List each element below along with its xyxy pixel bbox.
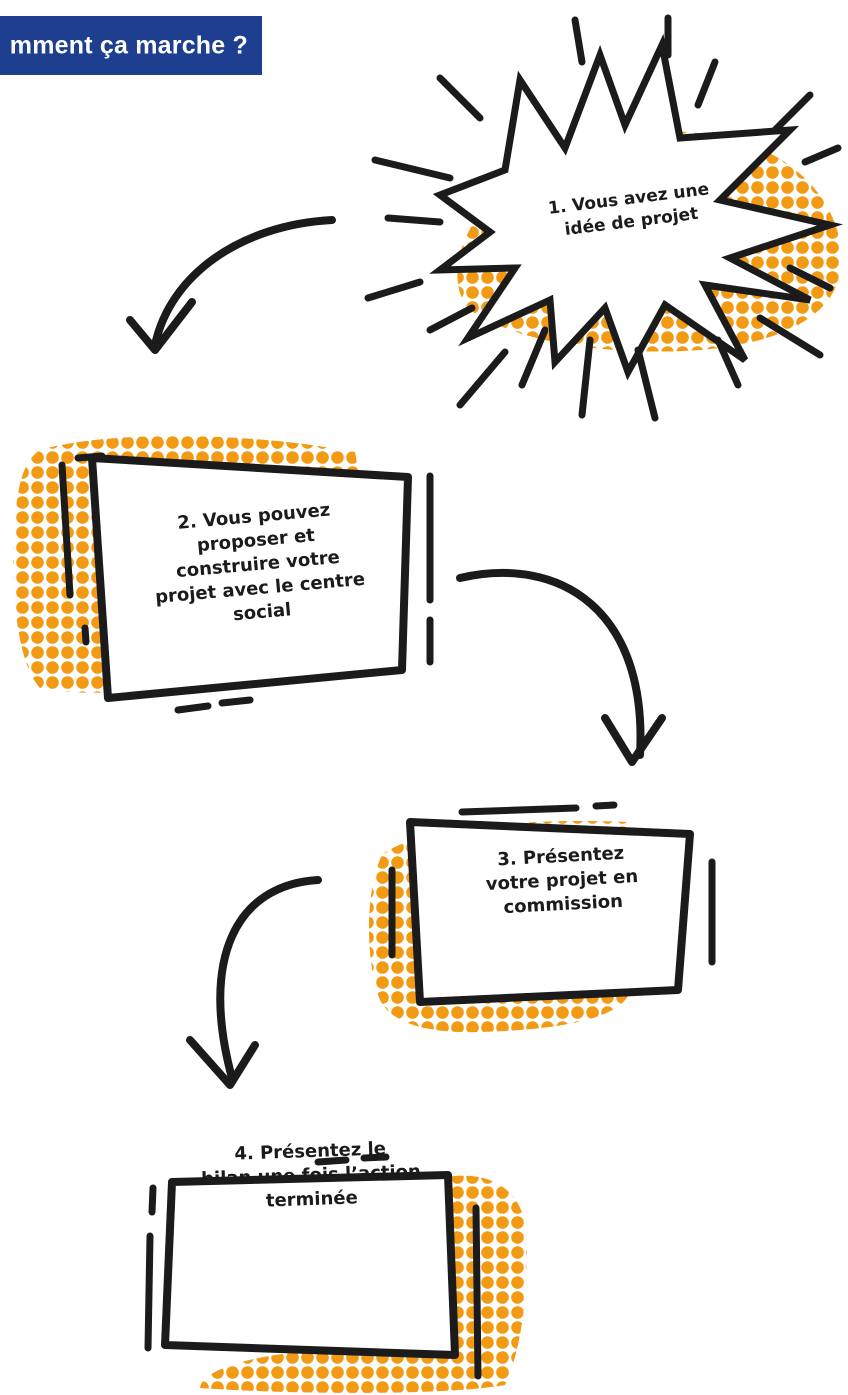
arrow-3-head: [186, 1036, 259, 1089]
title-banner: mment ça marche ?: [0, 16, 262, 75]
step-3-box: [368, 801, 716, 1033]
step-1-star-shape: [429, 33, 844, 381]
arrow-step-1-to-2: [126, 216, 336, 354]
step-4-frame: [161, 1171, 459, 1359]
arrow-2-curve: [456, 568, 645, 759]
arrow-1-head: [126, 298, 196, 354]
arrow-2-head: [601, 714, 666, 766]
step-4-accent-lines: [144, 1153, 482, 1380]
arrow-1-curve: [151, 216, 336, 349]
arrow-3-curve: [216, 876, 322, 1082]
step-4-box: [144, 1153, 527, 1393]
step-2-frame: [88, 454, 412, 702]
step-3-accent-lines: [388, 801, 716, 966]
step-1-burst-lines: [364, 14, 842, 422]
step-1-starburst: [364, 14, 844, 422]
step-2-box: [13, 435, 434, 714]
step-2-accent-lines: [58, 452, 434, 714]
page-title: mment ça marche ?: [9, 31, 248, 59]
arrow-step-3-to-4: [186, 876, 322, 1089]
arrow-step-2-to-3: [456, 568, 666, 766]
step-3-frame: [406, 818, 694, 1006]
